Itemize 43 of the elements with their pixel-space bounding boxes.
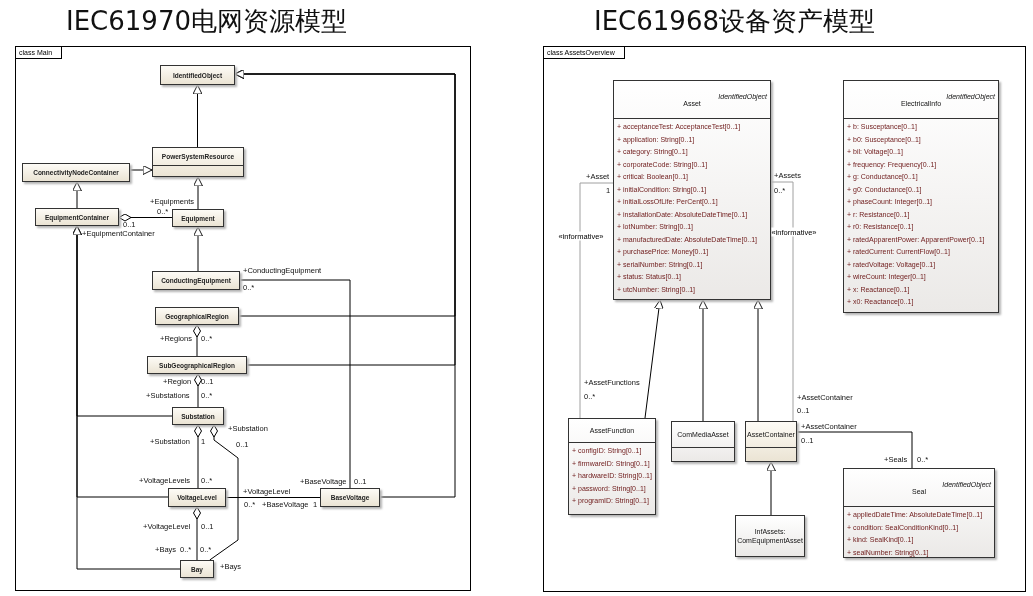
aggregation-line	[193, 506, 201, 561]
generalization-arrow	[193, 176, 203, 210]
class-box	[152, 271, 240, 290]
class-box	[735, 515, 805, 557]
generalization-arrow	[129, 165, 153, 175]
association-line	[770, 181, 794, 422]
association-line	[579, 182, 614, 419]
class-box	[568, 418, 656, 515]
class-box	[168, 488, 226, 507]
aggregation-line	[194, 373, 202, 408]
aggregation-line	[209, 424, 239, 561]
class-box	[172, 209, 224, 227]
class-box	[843, 468, 995, 558]
generalization-arrow	[192, 84, 203, 148]
class-box	[155, 307, 239, 325]
generalization-arrow	[72, 225, 181, 570]
class-box	[745, 421, 797, 462]
aggregation-line	[194, 424, 202, 489]
generalization-arrow	[698, 299, 708, 422]
class-box	[320, 488, 380, 507]
class-box	[152, 147, 244, 177]
class-box	[147, 356, 247, 374]
class-box	[172, 407, 224, 425]
generalization-arrow	[753, 299, 763, 422]
association-line	[225, 497, 321, 498]
frame-heading: IEC61968设备资产模型	[594, 5, 875, 37]
generalization-arrow	[72, 181, 82, 209]
generalization-arrow	[766, 461, 776, 516]
class-box	[160, 65, 235, 85]
aggregation-line	[193, 324, 201, 357]
frame-heading: IEC61970电网资源模型	[66, 5, 347, 37]
class-box	[180, 560, 214, 578]
association-line	[796, 431, 913, 469]
association-line	[239, 279, 351, 489]
generalization-arrow	[234, 69, 456, 498]
generalization-arrow	[193, 226, 203, 272]
aggregation-line	[118, 213, 173, 222]
class-box	[35, 208, 119, 226]
class-box	[843, 80, 999, 313]
class-box	[22, 163, 130, 182]
generalization-arrow	[644, 299, 664, 419]
class-box	[613, 80, 771, 300]
class-box	[671, 421, 735, 462]
